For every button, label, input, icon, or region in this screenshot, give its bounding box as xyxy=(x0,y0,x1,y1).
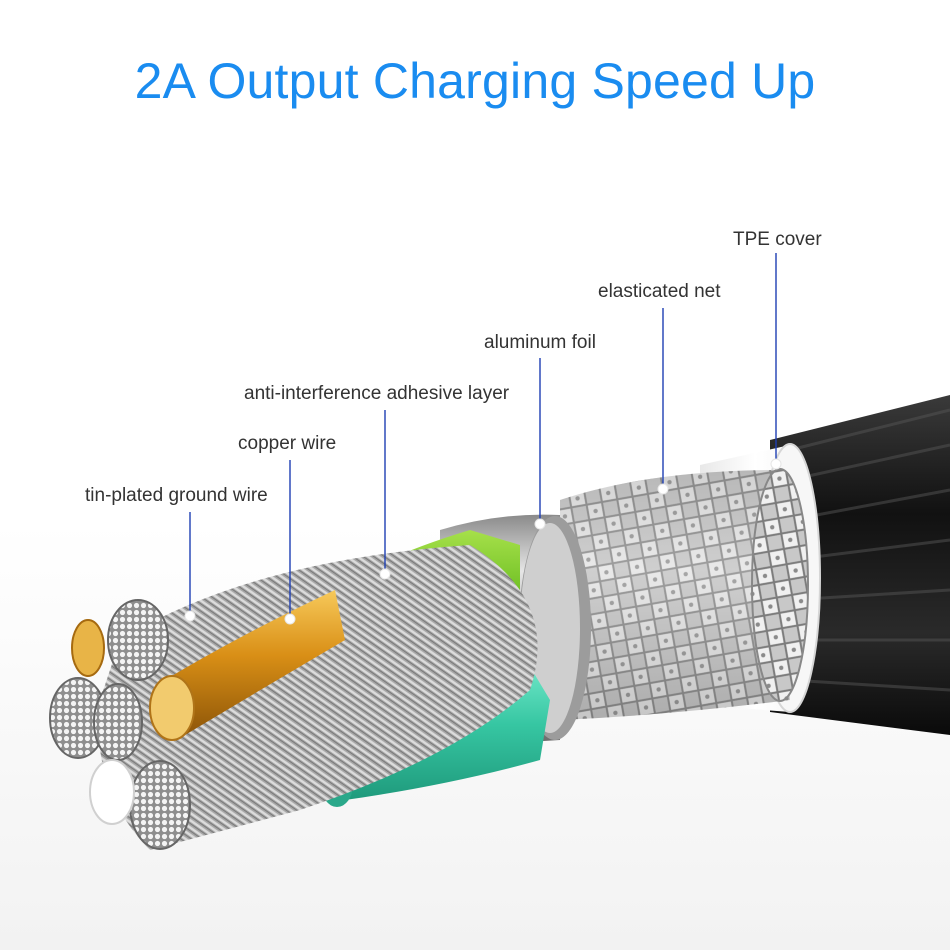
strand-end-caps xyxy=(49,599,191,850)
label-adhesive-layer: anti-interference adhesive layer xyxy=(244,383,510,404)
leader-lines xyxy=(189,253,777,618)
elasticated-net-layer xyxy=(560,468,809,720)
label-aluminum-foil: aluminum foil xyxy=(484,332,596,353)
label-copper-wire: copper wire xyxy=(238,433,337,454)
label-tpe-cover: TPE cover xyxy=(733,229,822,250)
headline-title: 2A Output Charging Speed Up xyxy=(134,53,816,109)
label-elasticated-net: elasticated net xyxy=(598,281,721,302)
label-ground-wire: tin-plated ground wire xyxy=(85,485,268,506)
copper-wire-core xyxy=(71,590,345,741)
leader-dots xyxy=(184,458,782,625)
silver-strand-bundle xyxy=(98,545,538,850)
